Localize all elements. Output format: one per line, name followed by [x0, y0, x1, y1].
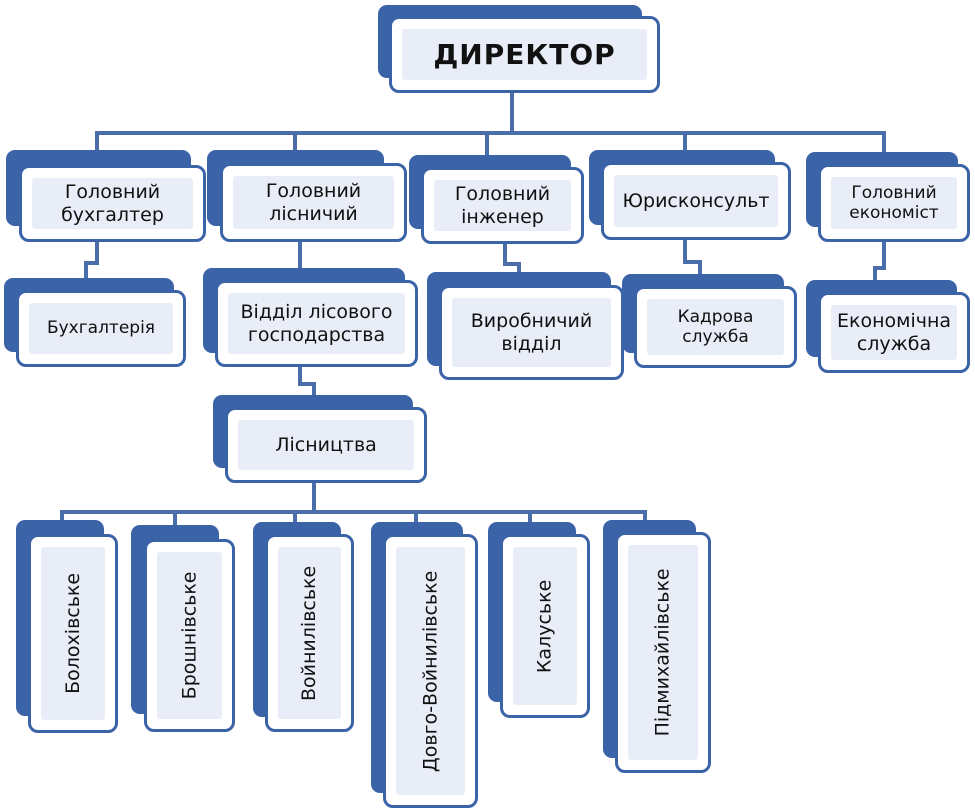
dept-economic-node: Економічна служба: [806, 280, 970, 373]
connector-economic: [873, 238, 886, 284]
dept-accounting-label: Бухгалтерія: [46, 318, 156, 339]
forestry-pidmykhailivske-label: Підмихайлівське: [651, 568, 674, 737]
head-lawyer-label: Юрисконсульт: [622, 189, 770, 212]
dept-accounting-node: Бухгалтерія: [4, 278, 186, 367]
connector-production: [503, 240, 521, 276]
forestries-node: Лісництва: [213, 395, 427, 483]
forestry-bolokhivske-label: Болохівське: [61, 573, 84, 694]
dept-production-label: Виробничий відділ: [470, 309, 593, 355]
forestry-broshnivske-node: Брошнівське: [131, 525, 235, 732]
head-economist-label: Головний економіст: [849, 182, 939, 223]
forestry-voynylivske-label: Войнилівське: [298, 565, 321, 701]
dept-hr-label: Кадрова служба: [677, 306, 754, 347]
director-label: ДИРЕКТОР: [433, 37, 616, 71]
head-accountant-node: Головний бухгалтер: [6, 150, 206, 242]
forestry-broshnivske-label: Брошнівське: [178, 571, 201, 700]
head-engineer-node: Головний інженер: [409, 155, 584, 244]
forestry-dovho-label: Довго-Войнилівське: [419, 570, 442, 772]
dept-hr-node: Кадрова служба: [622, 274, 797, 368]
head-forester-label: Головний лісничий: [265, 179, 362, 225]
director-node: ДИРЕКТОР: [378, 5, 660, 93]
forestry-voynylivske-node: Войнилівське: [253, 522, 354, 732]
forestry-kaluske-label: Калуське: [533, 579, 556, 673]
dept-forestry-label: Відділ лісового господарства: [240, 300, 393, 346]
forestry-kaluske-node: Калуське: [488, 522, 590, 718]
head-forester-node: Головний лісничий: [207, 150, 407, 242]
connector-forestries: [298, 364, 316, 400]
dept-economic-label: Економічна служба: [836, 309, 952, 355]
forestry-pidmykhailivske-node: Підмихайлівське: [603, 520, 711, 773]
head-lawyer-node: Юрисконсульт: [589, 150, 791, 240]
head-accountant-label: Головний бухгалтер: [61, 180, 164, 226]
dept-production-node: Виробничий відділ: [427, 272, 624, 380]
connector-accounting: [84, 237, 99, 283]
head-economist-node: Головний економіст: [806, 152, 970, 242]
dept-forestry-node: Відділ лісового господарства: [203, 268, 418, 367]
forestries-label: Лісництва: [275, 433, 377, 456]
forestry-bolokhivske-node: Болохівське: [16, 520, 118, 733]
connector-hr: [683, 236, 702, 279]
head-engineer-label: Головний інженер: [454, 182, 551, 228]
forestry-dovho-node: Довго-Войнилівське: [371, 522, 478, 808]
